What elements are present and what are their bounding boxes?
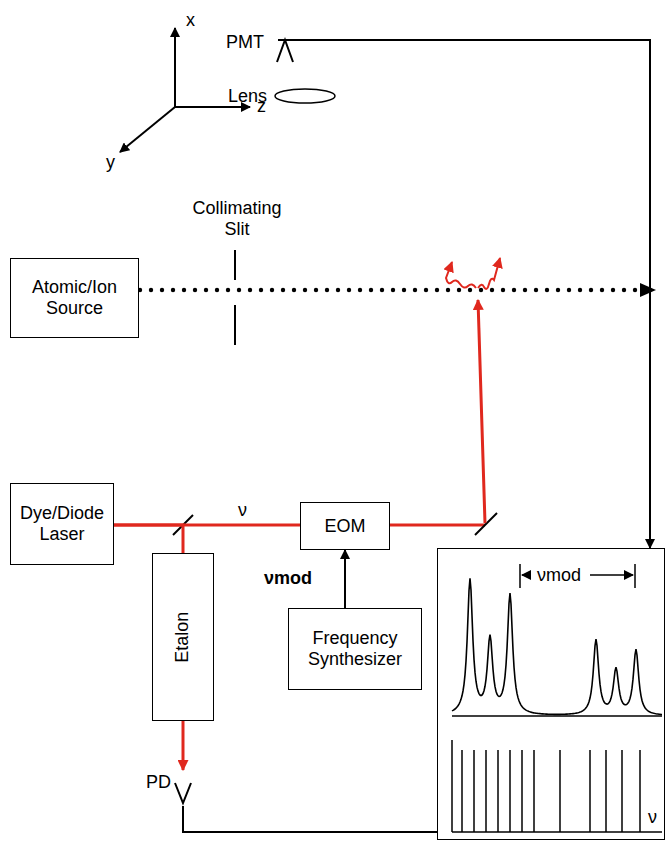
photodiode-symbol	[175, 783, 191, 803]
spectrum-trace	[452, 578, 662, 714]
lens-shape	[272, 84, 338, 108]
beam-dot	[391, 288, 395, 292]
edge-label: νmod	[262, 568, 314, 589]
beam-dot	[611, 288, 615, 292]
beam-dot	[248, 288, 252, 292]
node-label: EOM	[324, 516, 365, 537]
etalon-fringe	[639, 750, 641, 832]
etalon-box: Etalon	[152, 553, 214, 721]
beam-dot	[402, 288, 406, 292]
beam-dot	[622, 288, 626, 292]
node-label: Dye/Diode Laser	[15, 503, 109, 544]
beam-dot	[567, 288, 571, 292]
beam-dot	[314, 288, 318, 292]
laser-beam	[114, 525, 183, 553]
beam-dot	[204, 288, 208, 292]
etalon-fringe	[497, 750, 499, 832]
etalon-fringe	[509, 750, 511, 832]
beam-dot	[259, 288, 263, 292]
beam-dot	[380, 288, 384, 292]
beam-dot	[336, 288, 340, 292]
beam-dot	[490, 288, 494, 292]
beam-dot	[545, 288, 549, 292]
beam-dot	[523, 288, 527, 292]
beam-dot	[468, 288, 472, 292]
beam-dot	[501, 288, 505, 292]
axis-label: νmod	[535, 565, 583, 586]
beam-dot	[171, 288, 175, 292]
etalon-fringe	[485, 750, 487, 832]
signal-wire	[344, 550, 346, 608]
atomic-beam	[138, 283, 656, 297]
beam-dot	[182, 288, 186, 292]
beam-dot	[193, 288, 197, 292]
source-box: Atomic/Ion Source	[10, 258, 139, 338]
slit	[234, 250, 236, 345]
beam-dot	[457, 288, 461, 292]
signal-wire	[183, 806, 437, 832]
spectrum-panel: νmod ν	[437, 548, 665, 840]
signal-wire	[278, 40, 650, 548]
axis-label: z	[255, 96, 268, 117]
node-label: PMT	[226, 32, 264, 53]
laser-optics	[173, 258, 500, 535]
beam-dot	[435, 288, 439, 292]
synthesizer-box: Frequency Synthesizer	[288, 608, 422, 690]
slit-label: Collimating Slit	[180, 198, 294, 239]
beam-dot	[479, 288, 483, 292]
photodiode: PD	[146, 770, 196, 806]
pmt-detector: PMT	[226, 30, 278, 58]
beam-dot	[303, 288, 307, 292]
beam-dot	[292, 288, 296, 292]
beam-arrowhead	[640, 283, 656, 297]
beam-dot	[325, 288, 329, 292]
pmt-symbol	[277, 40, 297, 62]
etalon-fringe	[589, 750, 591, 832]
node-label: PD	[146, 772, 171, 793]
beam-dot	[358, 288, 362, 292]
node-label: Atomic/Ion Source	[15, 277, 134, 318]
etalon-fringe	[473, 750, 475, 832]
beam-dot	[446, 288, 450, 292]
lens: Lens	[228, 84, 340, 108]
etalon-fringe	[559, 750, 561, 832]
beam-dot	[215, 288, 219, 292]
beam-dot	[424, 288, 428, 292]
eom-box: EOM	[300, 502, 390, 550]
beam-dot	[226, 288, 230, 292]
axis-label: ν	[646, 807, 659, 828]
etalon-fringe	[521, 750, 523, 832]
beam-dot	[369, 288, 373, 292]
axis-label: x	[184, 10, 197, 31]
beam-dot	[149, 288, 153, 292]
etalon-fringe	[605, 750, 607, 832]
node-label: Etalon	[173, 611, 194, 662]
beam-dot	[578, 288, 582, 292]
beam-dot	[600, 288, 604, 292]
node-label: Frequency Synthesizer	[293, 628, 417, 669]
beam-dot	[237, 288, 241, 292]
edge-label: ν	[236, 500, 249, 521]
beam-dot	[270, 288, 274, 292]
spectrum-plot	[452, 564, 662, 832]
beam-dot	[534, 288, 538, 292]
beam-dot	[347, 288, 351, 292]
beam-dot	[413, 288, 417, 292]
etalon-fringe	[621, 750, 623, 832]
etalon-fringe	[533, 750, 535, 832]
axis-label: y	[104, 152, 117, 173]
beam-dot	[633, 288, 637, 292]
beam-dot	[556, 288, 560, 292]
laser-box: Dye/Diode Laser	[10, 483, 114, 565]
beam-dot	[512, 288, 516, 292]
beam-dot	[160, 288, 164, 292]
laser-beam	[182, 721, 185, 770]
etalon-fringe	[461, 750, 463, 832]
beam-dot	[589, 288, 593, 292]
beam-dot	[281, 288, 285, 292]
